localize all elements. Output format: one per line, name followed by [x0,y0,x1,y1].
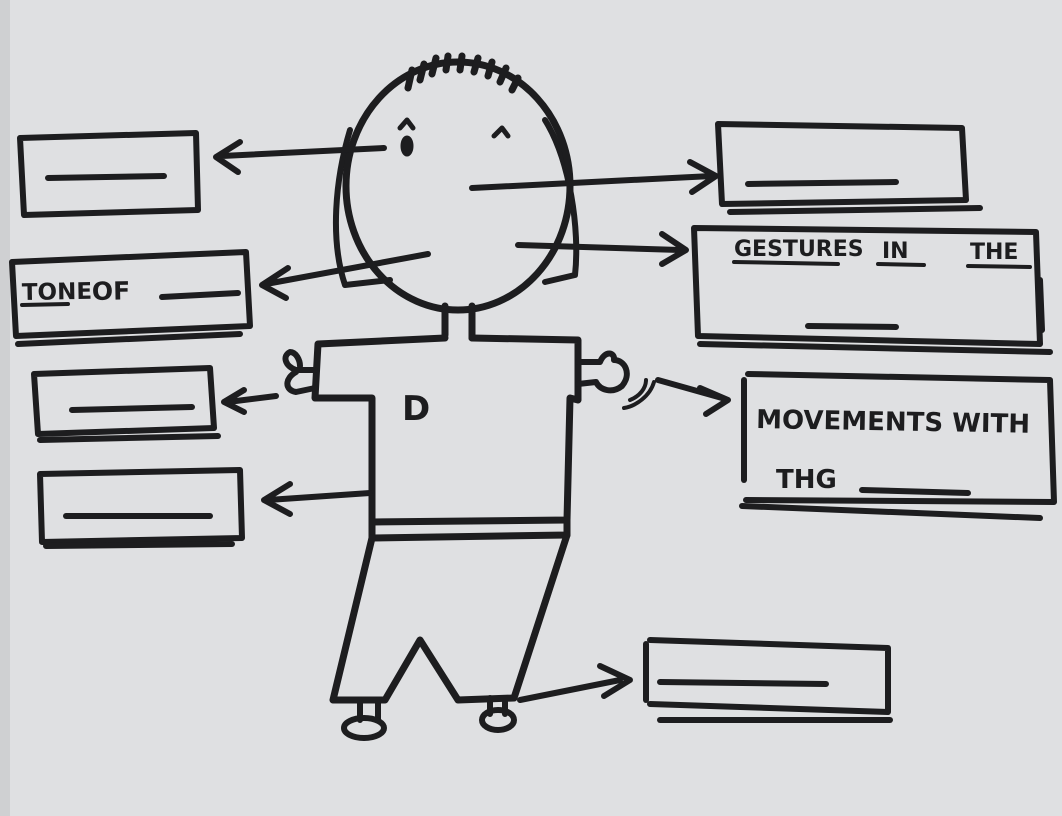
of-word: OF [92,276,131,306]
paper-edge-shadow [0,0,10,816]
movements-line-1: MOVEMENTS WITH [756,405,1030,440]
tone-word: TONE [22,279,93,306]
left-eye [402,137,412,155]
the-word: THE [970,240,1018,265]
gestures-word: GESTURES [734,237,864,262]
movements-line-2: THG [776,465,837,495]
in-word: IN [882,239,909,264]
shirt-letter: D [402,389,430,429]
